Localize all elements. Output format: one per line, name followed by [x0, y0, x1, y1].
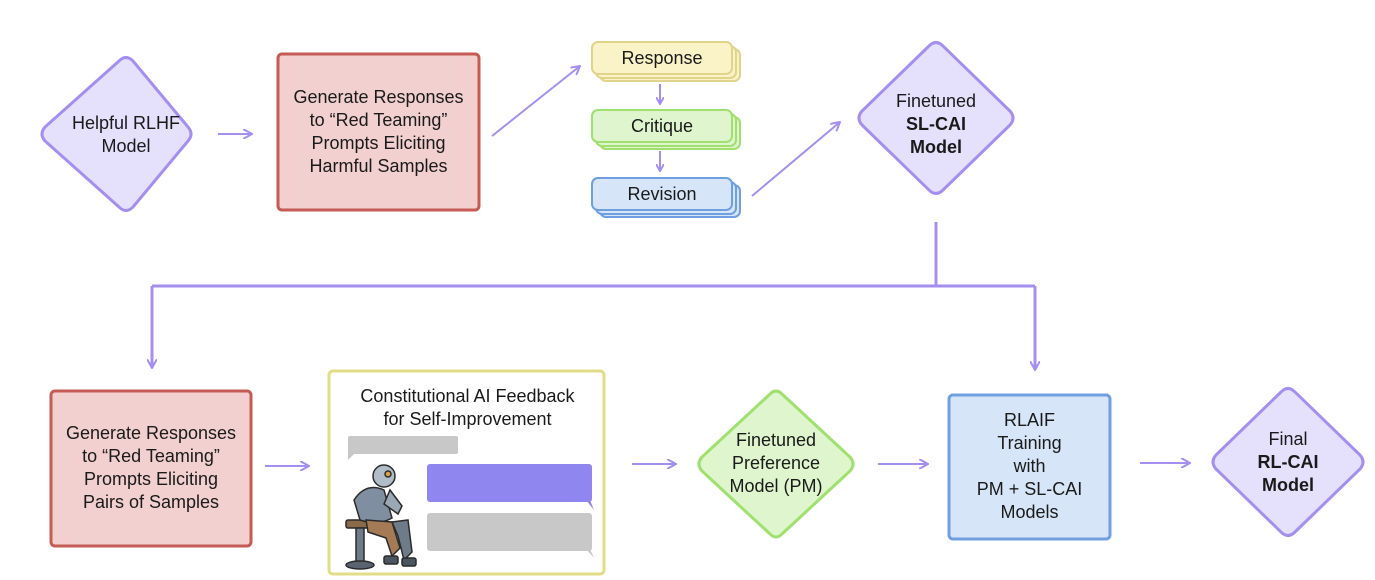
- thinker-robot-icon: [345, 464, 417, 570]
- response-stack: [591, 41, 741, 82]
- generate-bottom-box: [49, 389, 253, 548]
- rlaif-box: [947, 393, 1112, 541]
- sl-cai-diamond: [857, 41, 1015, 195]
- branch-connector: [152, 222, 1035, 288]
- critique-stack: [591, 109, 741, 150]
- arrow-revision-to-sl-cai: [751, 122, 840, 197]
- rl-cai-diamond: [1211, 387, 1365, 537]
- arrow-generate-to-response: [491, 66, 580, 137]
- helpful-rlhf-diamond: [40, 56, 193, 212]
- chat-bubbles-illustration: [348, 436, 594, 558]
- revision-stack: [591, 177, 741, 218]
- preference-model-diamond: [697, 389, 855, 539]
- generate-top-box: [276, 52, 481, 212]
